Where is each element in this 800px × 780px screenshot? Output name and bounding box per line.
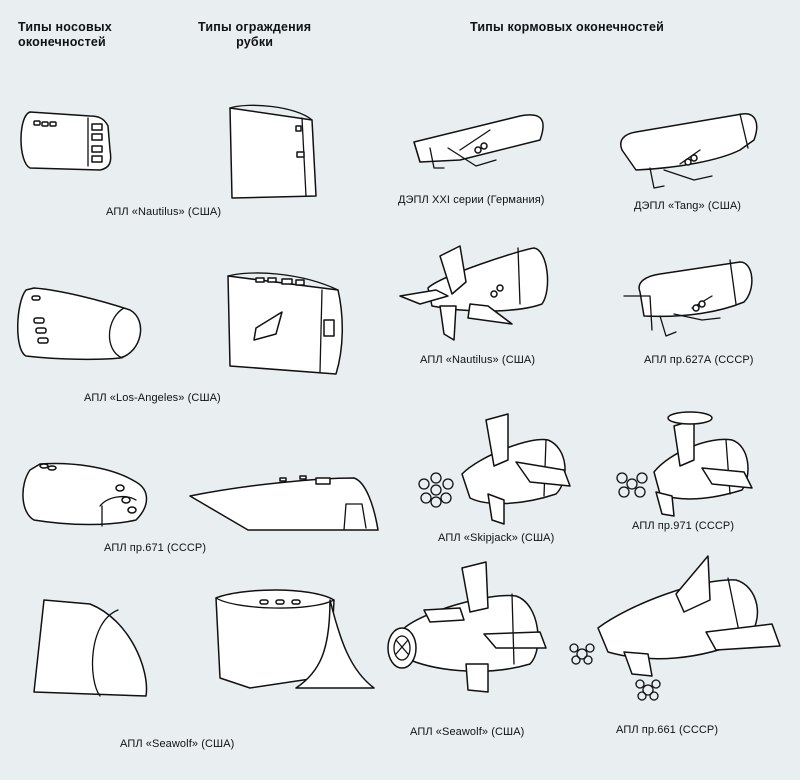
pr671-sail-drawing xyxy=(190,476,378,530)
caption-pr661: АПЛ пр.661 (СССР) xyxy=(616,724,719,736)
skipjack-stern-drawing xyxy=(419,414,570,524)
caption-xxi: ДЭПЛ XXI серии (Германия) xyxy=(398,194,545,206)
header-stern-types: Типы кормовых оконечностей xyxy=(470,20,664,34)
caption-skipjack: АПЛ «Skipjack» (США) xyxy=(438,532,555,544)
xxi-stern-drawing xyxy=(414,115,543,168)
header-bow-types: Типы носовых оконечностей xyxy=(18,20,112,50)
nautilus-stern-drawing xyxy=(400,246,548,340)
header-bow-line-1: Типы носовых xyxy=(18,20,112,34)
caption-pr671: АПЛ пр.671 (СССР) xyxy=(104,542,207,554)
caption-nautilus-stern: АПЛ «Nautilus» (США) xyxy=(420,354,536,366)
seawolf-stern-drawing xyxy=(388,562,546,692)
header-bow-line-2: оконечностей xyxy=(18,35,106,49)
seawolf-bow-drawing xyxy=(34,600,147,696)
caption-seawolf-stern: АПЛ «Seawolf» (США) xyxy=(410,726,525,738)
pr661-stern-drawing xyxy=(570,556,780,700)
header-sail-types: Типы ограждения рубки xyxy=(198,20,311,50)
nautilus-sail-drawing xyxy=(230,105,316,198)
pr627a-stern-drawing xyxy=(624,260,752,336)
pr671-bow-drawing xyxy=(23,464,147,526)
tang-stern-drawing xyxy=(621,114,757,188)
caption-seawolf-bow: АПЛ «Seawolf» (США) xyxy=(120,738,235,750)
los-angeles-sail-drawing xyxy=(228,273,342,374)
header-sail-line-2: рубки xyxy=(236,35,274,49)
los-angeles-bow-drawing xyxy=(18,288,141,359)
caption-los-angeles: АПЛ «Los-Angeles» (США) xyxy=(84,392,221,404)
nautilus-bow-drawing xyxy=(21,112,111,170)
caption-nautilus-bow: АПЛ «Nautilus» (США) xyxy=(106,206,222,218)
pr971-stern-drawing xyxy=(617,412,752,516)
caption-tang: ДЭПЛ «Tang» (США) xyxy=(634,200,742,212)
header-sail-line-1: Типы ограждения xyxy=(198,20,312,34)
caption-pr971: АПЛ пр.971 (СССР) xyxy=(632,520,735,532)
caption-pr627a: АПЛ пр.627А (СССР) xyxy=(644,354,754,366)
seawolf-sail-drawing xyxy=(216,590,374,688)
